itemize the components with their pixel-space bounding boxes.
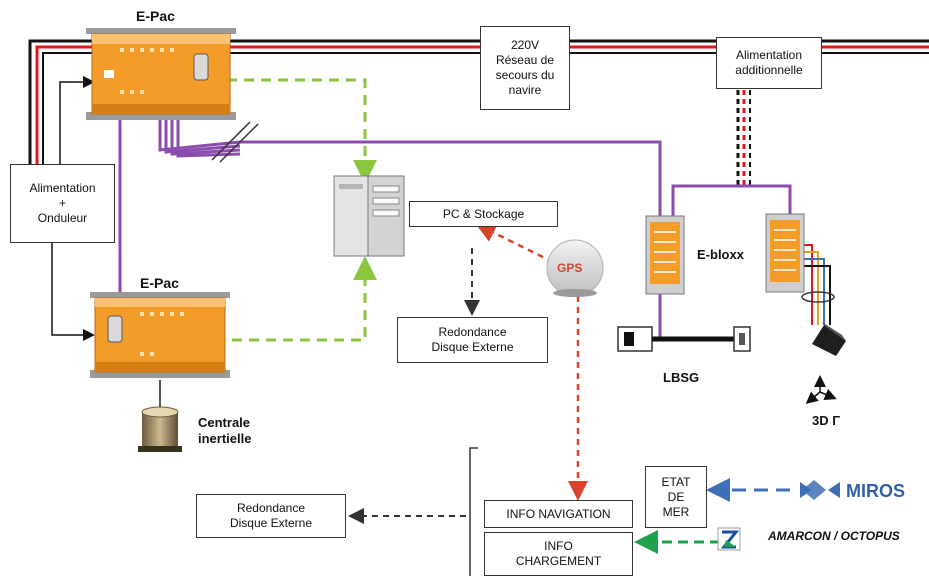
link-break-mark-1 <box>211 121 251 161</box>
miros-label: MIROS <box>846 481 906 501</box>
centrale-inertielle-device <box>138 406 182 452</box>
epac-top-device <box>86 28 236 120</box>
pc-tower-device <box>333 175 405 257</box>
axes-3d-icon <box>805 375 837 404</box>
ethernet-links <box>118 110 792 338</box>
etat-de-mer-box: ETAT DE MER <box>645 466 707 528</box>
redondance-box-1: Redondance Disque Externe <box>397 317 548 363</box>
gps-antenna <box>546 239 604 297</box>
alim-onduleur-box: Alimentation + Onduleur <box>10 164 115 243</box>
gps-label: GPS <box>557 261 583 275</box>
reseau-box: 220V Réseau de secours du navire <box>480 26 570 110</box>
link-break-mark-2 <box>219 123 259 163</box>
lbsg-label: LBSG <box>663 370 700 385</box>
epac-top-to-pc-link <box>210 78 377 184</box>
epac-bottom-label: E-Pac <box>140 275 179 291</box>
centrale-label: Centrale inertielle <box>198 415 252 446</box>
power-link-bottom <box>51 243 95 341</box>
amarcon-logo <box>717 527 741 551</box>
ebloxx-module-left <box>645 215 685 295</box>
miros-logo <box>800 480 840 500</box>
lbsg-sensor <box>617 326 751 352</box>
epac-bottom-to-pc-link <box>215 256 377 342</box>
gps-to-pc-link <box>475 223 554 264</box>
ebloxx-module-right <box>765 213 805 293</box>
redondance-box-2: Redondance Disque Externe <box>196 494 346 538</box>
info-bracket <box>469 447 478 576</box>
alim-add-box: Alimentation additionnelle <box>716 37 822 89</box>
gyro-sensor <box>812 322 846 356</box>
ebloxx-cables <box>804 244 831 325</box>
amarcon-label: AMARCON / OCTOPUS <box>768 529 900 543</box>
epac-top-label: E-Pac <box>136 8 175 24</box>
ebloxx-label: E-bloxx <box>697 247 744 262</box>
epac-bottom-device <box>90 292 230 378</box>
additional-power-drop <box>736 90 751 186</box>
info-chargement-box: INFO CHARGEMENT <box>484 532 633 576</box>
cable-tie <box>801 291 835 303</box>
info-navigation-box: INFO NAVIGATION <box>484 500 633 528</box>
pc-stockage-box: PC & Stockage <box>409 201 558 227</box>
power-link-top <box>59 76 95 165</box>
three-d-label: 3D Γ <box>812 413 841 428</box>
